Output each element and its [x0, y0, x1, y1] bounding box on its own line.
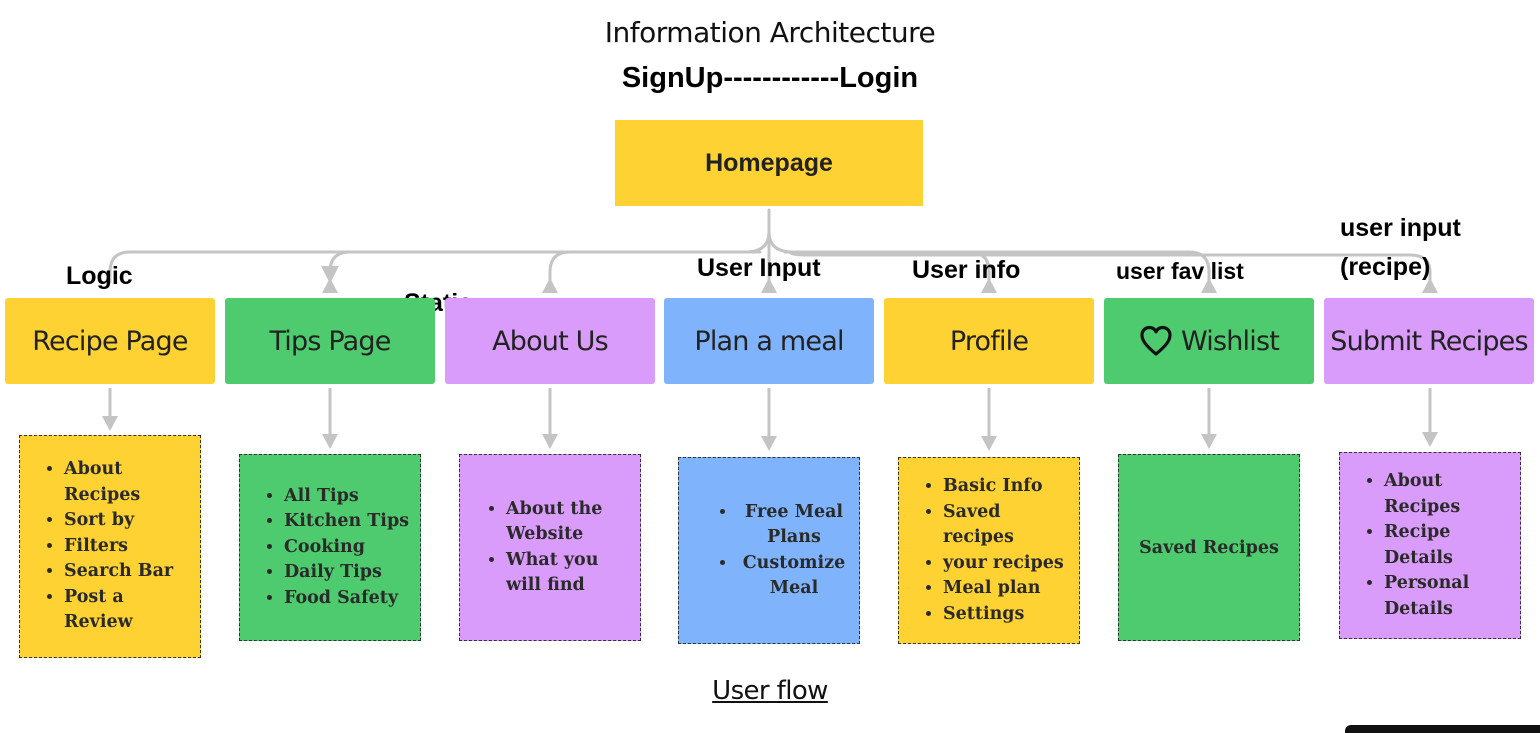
label-user-input-recipe-line2: (recipe) [1340, 253, 1431, 281]
detail-about-us: About the Website What you will find [459, 454, 641, 641]
label-logic: Logic [66, 262, 133, 290]
detail-wishlist: Saved Recipes [1118, 454, 1300, 641]
node-tips-page: Tips Page [225, 298, 435, 384]
node-submit-recipes: Submit Recipes [1324, 298, 1534, 384]
list-item: Recipe Details [1384, 520, 1512, 571]
list-item: Daily Tips [284, 560, 409, 586]
connector-about [548, 250, 757, 284]
node-about-us: About Us [445, 298, 655, 384]
label-user-info: User info [912, 256, 1021, 284]
list-item: About Recipes [64, 457, 192, 508]
list-item: All Tips [284, 484, 409, 510]
label-user-input-recipe-line1: user input [1340, 214, 1461, 242]
connector-tips [328, 250, 762, 284]
node-wishlist: Wishlist [1104, 298, 1314, 384]
connector-wishlist [783, 250, 1211, 284]
diagram-title: Information Architecture [604, 16, 936, 49]
node-recipe-page: Recipe Page [5, 298, 215, 384]
list-item: What you will find [506, 548, 632, 599]
list-item: Search Bar [64, 559, 192, 585]
list-item: Saved recipes [943, 500, 1071, 551]
arrowheads-down [102, 416, 1438, 451]
connector-submit [788, 250, 1432, 284]
arrowheads-up [322, 278, 1438, 293]
list-item: Basic Info [943, 474, 1071, 500]
label-user-input: User Input [697, 254, 821, 282]
list-item: Kitchen Tips [284, 509, 409, 535]
list-item: Customize Meal [737, 551, 851, 602]
detail-profile: Basic Info Saved recipes your recipes Me… [898, 457, 1080, 644]
node-plan-a-meal: Plan a meal [664, 298, 874, 384]
list-item: Post a Review [64, 585, 192, 636]
list-item: Sort by [64, 508, 192, 534]
list-item: Food Safety [284, 586, 409, 612]
diagram-subtitle: SignUp------------Login [621, 62, 919, 94]
list-item: Meal plan [943, 576, 1071, 602]
list-item: About Recipes [1384, 469, 1512, 520]
bottom-edge-bar [1345, 725, 1540, 733]
list-item: your recipes [943, 551, 1071, 577]
node-wishlist-label: Wishlist [1180, 325, 1280, 357]
list-item: Filters [64, 534, 192, 560]
detail-submit-recipes: About Recipes Recipe Details Personal De… [1339, 452, 1521, 639]
detail-recipe-page: About Recipes Sort by Filters Search Bar… [19, 435, 201, 658]
list-item: Cooking [284, 535, 409, 561]
list-item: About the Website [506, 497, 632, 548]
connector-recipe [108, 230, 771, 284]
label-user-fav-list: user fav list [1116, 258, 1244, 284]
detail-tips-page: All Tips Kitchen Tips Cooking Daily Tips… [239, 454, 421, 641]
detail-plan-a-meal: Free Meal Plans Customize Meal [678, 457, 860, 644]
list-item: Free Meal Plans [737, 500, 851, 551]
list-item: Personal Details [1384, 571, 1512, 622]
list-item: Settings [943, 602, 1071, 628]
node-profile: Profile [884, 298, 1094, 384]
footer-user-flow: User flow [712, 676, 828, 706]
homepage-node: Homepage [615, 120, 923, 206]
heart-icon [1140, 325, 1172, 356]
wishlist-saved-recipes: Saved Recipes [1139, 537, 1279, 558]
